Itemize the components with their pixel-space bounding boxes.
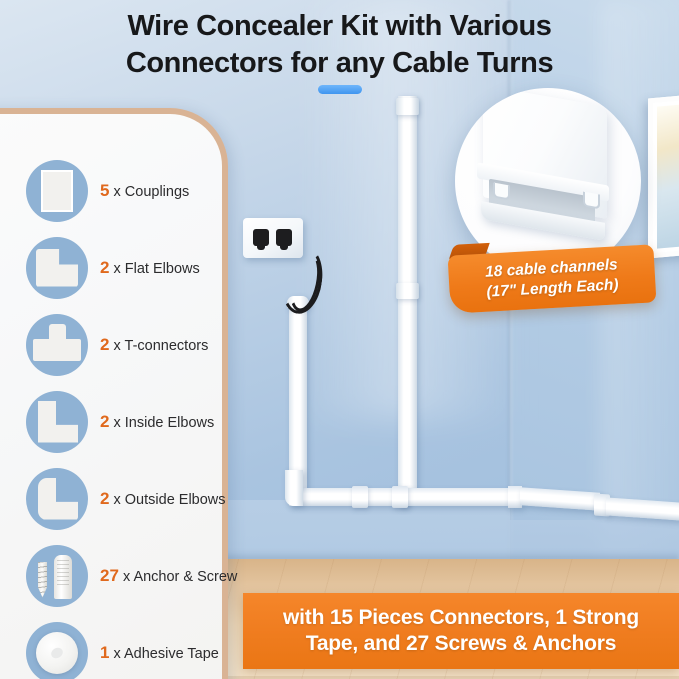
page-title: Wire Concealer Kit with Various Connecto…	[0, 8, 679, 82]
flat-elbow-icon	[26, 236, 88, 299]
part-separator: x	[113, 337, 121, 354]
part-name: Outside Elbows	[124, 491, 226, 508]
title-accent-dash	[317, 85, 362, 94]
page-title-line-1: Wire Concealer Kit with Various	[127, 10, 552, 42]
outside-elbow-glyph	[38, 477, 78, 520]
banner-text: with 15 Pieces Connectors, 1 Strong Tape…	[273, 605, 649, 658]
plug-right	[276, 229, 292, 250]
inside-elbow-glyph	[38, 400, 78, 443]
banner-line-1: with 15 Pieces Connectors, 1 Strong	[283, 605, 639, 629]
list-item: 27 x Anchor & Screw	[26, 537, 240, 614]
list-item: 2 x Inside Elbows	[26, 383, 240, 460]
part-name: Anchor & Screw	[133, 568, 238, 585]
flat-elbow-glyph	[36, 248, 78, 287]
list-item: 2 x Flat Elbows	[26, 229, 240, 306]
t-connector-stem-glyph	[49, 323, 66, 341]
part-label: 2 x Flat Elbows	[100, 258, 200, 278]
t-connector-bar-glyph	[33, 338, 81, 361]
coupling-glyph	[41, 169, 73, 212]
raceway-cap-left	[287, 296, 309, 308]
cable-channel-badge: 18 cable channels (17" Length Each)	[447, 244, 657, 314]
part-quantity: 2	[100, 488, 110, 508]
wall-outlet	[243, 218, 303, 258]
outside-elbow-icon	[26, 467, 88, 530]
t-connector-icon	[26, 313, 88, 376]
part-quantity: 2	[100, 257, 110, 277]
part-name: T-connectors	[124, 337, 209, 354]
list-item: 2 x Outside Elbows	[26, 460, 240, 537]
inside-elbow-icon	[26, 390, 88, 453]
part-name: Flat Elbows	[124, 260, 200, 277]
part-separator: x	[113, 645, 121, 662]
part-name: Inside Elbows	[124, 414, 215, 431]
part-name: Adhesive Tape	[123, 645, 219, 662]
part-separator: x	[113, 260, 121, 277]
parts-list-panel: 5 x Couplings 2 x Flat Elbows	[0, 108, 237, 679]
raceway-corner-elbow	[508, 486, 522, 508]
coupling-icon	[26, 159, 88, 222]
part-label: 5 x Couplings	[100, 181, 189, 201]
parts-list: 5 x Couplings 2 x Flat Elbows	[26, 152, 240, 679]
plug-left	[253, 229, 269, 250]
anchor-glyph	[54, 554, 72, 599]
picture-artwork	[657, 103, 679, 249]
screw-glyph	[38, 561, 47, 598]
raceway-t-connector	[392, 486, 408, 508]
list-item: 2 x T-connectors	[26, 306, 240, 383]
part-separator: x	[113, 183, 121, 200]
badge-text: 18 cable channels (17" Length Each)	[477, 255, 628, 303]
framed-picture	[648, 93, 679, 259]
banner-line-2: Tape, and 27 Screws & Anchors	[305, 632, 617, 655]
part-label: 27 x Anchor & Screw	[100, 566, 237, 586]
floor-contact-shadow	[0, 551, 679, 561]
raceway-coupling-horizontal	[352, 486, 368, 508]
part-quantity: 27	[100, 565, 119, 585]
anchor-screw-icon	[26, 544, 88, 607]
raceway-horizontal-mid	[398, 488, 510, 506]
raceway-vertical-left	[289, 300, 307, 496]
part-quantity: 5	[100, 180, 110, 200]
raceway-coupling-mid-right	[396, 283, 419, 299]
list-item: 5 x Couplings	[26, 152, 240, 229]
part-label: 2 x Outside Elbows	[100, 489, 226, 509]
channel-clip-left	[493, 182, 510, 201]
part-separator: x	[122, 568, 131, 585]
part-label: 1 x Adhesive Tape	[100, 643, 219, 663]
part-quantity: 2	[100, 334, 110, 354]
part-label: 2 x Inside Elbows	[100, 412, 214, 432]
part-separator: x	[113, 491, 121, 508]
raceway-horizontal-left	[289, 488, 409, 506]
part-label: 2 x T-connectors	[100, 335, 208, 355]
part-quantity: 2	[100, 411, 110, 431]
part-quantity: 1	[100, 642, 110, 662]
part-name: Couplings	[124, 183, 190, 200]
page-title-line-2: Connectors for any Cable Turns	[125, 47, 554, 80]
channel-clip-right	[583, 191, 600, 210]
part-separator: x	[113, 414, 121, 431]
bottom-summary-banner: with 15 Pieces Connectors, 1 Strong Tape…	[243, 593, 679, 669]
adhesive-tape-icon	[26, 621, 88, 679]
list-item: 1 x Adhesive Tape	[26, 614, 240, 679]
raceway-outside-elbow-left	[285, 470, 303, 506]
raceway-coupling-top-right	[396, 98, 419, 115]
